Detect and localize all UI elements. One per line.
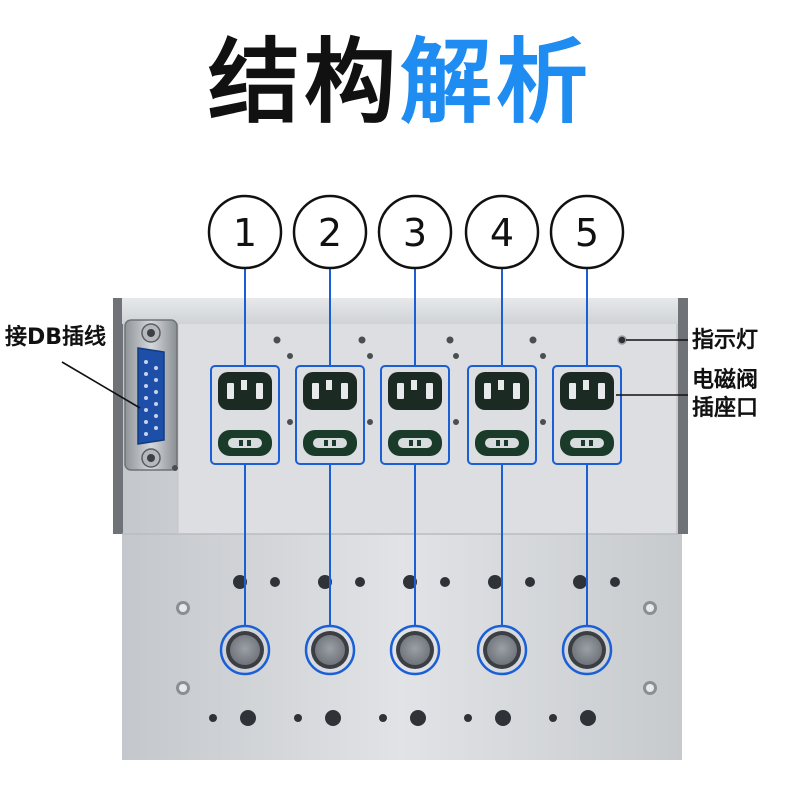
socket-pin bbox=[426, 383, 433, 399]
socket-pin bbox=[598, 383, 605, 399]
socket-slot-divider bbox=[324, 440, 328, 446]
mounting-holes bbox=[176, 601, 657, 695]
solenoid-socket-upper bbox=[303, 372, 357, 410]
module-4: 4 bbox=[464, 194, 540, 676]
panel-screw-holes bbox=[172, 336, 546, 471]
upper-panel bbox=[178, 324, 676, 534]
title-part-dark: 结构 bbox=[207, 29, 400, 136]
module-number: 2 bbox=[318, 211, 342, 255]
socket-key bbox=[241, 380, 247, 390]
socket-highlight-box bbox=[210, 365, 280, 465]
socket-slot-divider bbox=[417, 440, 421, 446]
solenoid-socket-upper bbox=[475, 372, 529, 410]
module-2: 2 bbox=[292, 194, 368, 676]
socket-pin bbox=[569, 383, 576, 399]
label-solenoid-line2: 插座口 bbox=[692, 396, 759, 421]
air-port-highlight-ring bbox=[476, 624, 528, 676]
socket-slot-divider bbox=[581, 440, 585, 446]
socket-highlight-box bbox=[467, 365, 537, 465]
socket-slot-divider bbox=[589, 440, 593, 446]
leader-db-port bbox=[61, 361, 141, 409]
socket-pin bbox=[227, 383, 234, 399]
lower-holes-row-3 bbox=[209, 710, 596, 726]
label-db-port: 接DB插线 bbox=[5, 325, 107, 350]
socket-slot bbox=[570, 438, 604, 448]
module-5: 5 bbox=[549, 194, 625, 676]
modules-layer: 1 2 3 4 5 bbox=[207, 194, 625, 676]
solenoid-socket-upper bbox=[388, 372, 442, 410]
module-3: 3 bbox=[377, 194, 453, 676]
air-port-highlight-ring bbox=[304, 624, 356, 676]
module-number: 5 bbox=[575, 211, 599, 255]
socket-pin bbox=[312, 383, 319, 399]
socket-highlight-box bbox=[380, 365, 450, 465]
solenoid-socket-upper bbox=[218, 372, 272, 410]
socket-slot-divider bbox=[409, 440, 413, 446]
socket-pin bbox=[341, 383, 348, 399]
module-number-circle bbox=[292, 194, 368, 270]
socket-key bbox=[411, 380, 417, 390]
socket-highlight-box bbox=[295, 365, 365, 465]
socket-pin bbox=[513, 383, 520, 399]
socket-highlight-box bbox=[552, 365, 622, 465]
socket-slot-divider bbox=[496, 440, 500, 446]
top-ledge bbox=[122, 298, 678, 324]
socket-key bbox=[583, 380, 589, 390]
db-connector[interactable] bbox=[124, 319, 178, 471]
air-port bbox=[572, 635, 602, 665]
module-1: 1 bbox=[207, 194, 283, 676]
socket-slot bbox=[398, 438, 432, 448]
air-port bbox=[315, 635, 345, 665]
module-number-circle bbox=[377, 194, 453, 270]
socket-slot bbox=[485, 438, 519, 448]
module-number: 3 bbox=[403, 211, 427, 255]
socket-slot-divider bbox=[239, 440, 243, 446]
page-title: 结构解析 bbox=[0, 28, 800, 138]
air-port bbox=[487, 635, 517, 665]
socket-key bbox=[326, 380, 332, 390]
socket-slot bbox=[228, 438, 262, 448]
socket-key bbox=[498, 380, 504, 390]
socket-pin bbox=[397, 383, 404, 399]
socket-pin bbox=[484, 383, 491, 399]
side-rail-right bbox=[678, 298, 688, 534]
socket-slot-divider bbox=[247, 440, 251, 446]
air-port bbox=[400, 635, 430, 665]
label-solenoid-line1: 电磁阀 bbox=[692, 368, 759, 393]
socket-slot bbox=[313, 438, 347, 448]
air-port-highlight-ring bbox=[219, 624, 271, 676]
lower-holes-row-1 bbox=[233, 575, 620, 589]
module-number-circle bbox=[207, 194, 283, 270]
module-number-circle bbox=[549, 194, 625, 270]
air-port bbox=[230, 635, 260, 665]
module-number-circle bbox=[464, 194, 540, 270]
socket-pin bbox=[256, 383, 263, 399]
socket-slot-divider bbox=[504, 440, 508, 446]
title-part-blue: 解析 bbox=[400, 29, 593, 136]
module-number: 4 bbox=[490, 211, 514, 255]
solenoid-socket-upper bbox=[560, 372, 614, 410]
side-rail-left bbox=[113, 298, 123, 534]
label-indicator: 指示灯 bbox=[692, 328, 759, 353]
indicator-light bbox=[617, 335, 627, 345]
socket-slot-divider bbox=[332, 440, 336, 446]
air-port-highlight-ring bbox=[389, 624, 441, 676]
air-port-highlight-ring bbox=[561, 624, 613, 676]
module-number: 1 bbox=[233, 211, 257, 255]
